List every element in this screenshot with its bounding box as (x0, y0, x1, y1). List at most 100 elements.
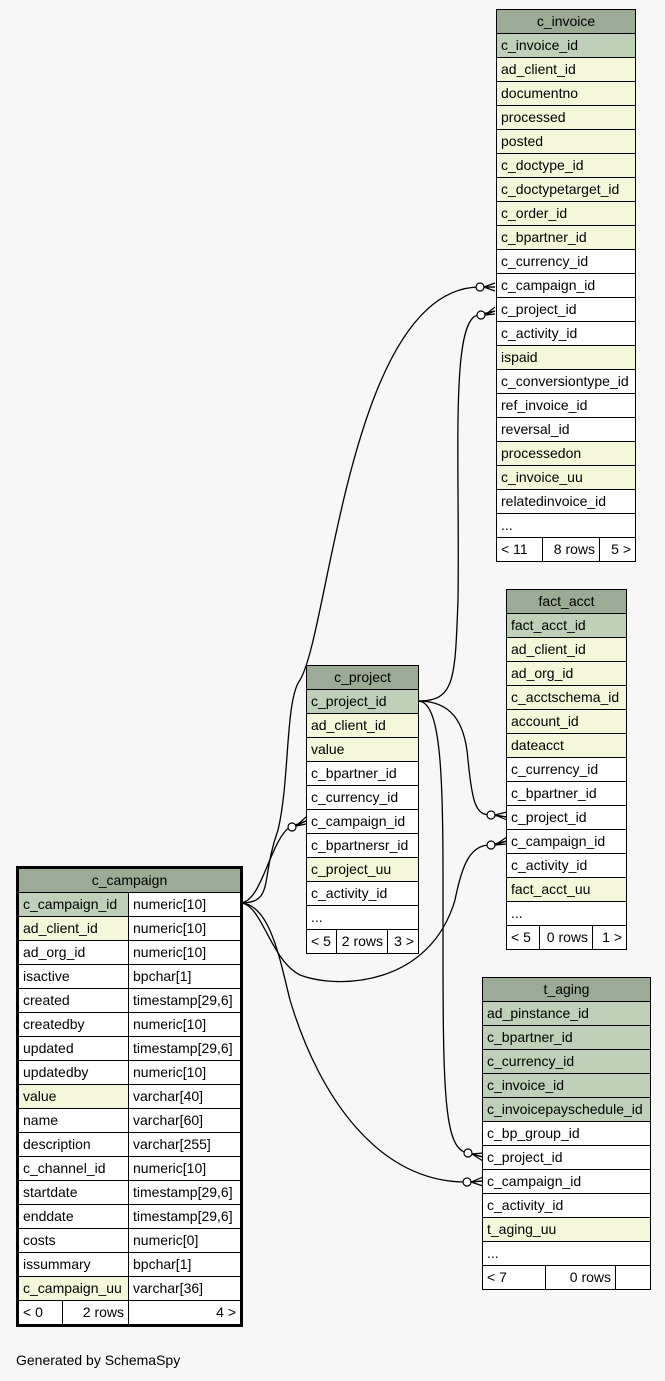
table-row: fact_acct_id (505, 613, 628, 638)
children-count (615, 1265, 651, 1290)
table-row: c_bpartner_id (482, 1025, 651, 1050)
parents-count: < 11 (496, 537, 543, 562)
column-name: ... (495, 513, 637, 538)
parents-count: < 5 (506, 925, 540, 950)
column-name: ... (306, 905, 419, 930)
column-type: numeric[10] (127, 892, 243, 917)
table-row: c_invoice_id (482, 1073, 651, 1098)
column-name: c_activity_id (306, 881, 419, 906)
table-row: ad_org_id (505, 661, 628, 686)
column-name: c_invoice_id (482, 1073, 651, 1098)
column-name: documentno (495, 81, 637, 106)
crowfoot-icon (483, 282, 496, 292)
table-row: c_campaign_id (482, 1169, 651, 1194)
column-name: ad_org_id (505, 661, 628, 686)
column-type: timestamp[29,6] (127, 988, 243, 1013)
table-row: reversal_id (495, 417, 637, 442)
table-header-row: c_invoice (495, 9, 637, 34)
table-row: fact_acct_uu (505, 877, 628, 902)
table-header-row: fact_acct (505, 589, 628, 614)
table-row: c_doctypetarget_id (495, 177, 637, 202)
column-name: fact_acct_uu (505, 877, 628, 902)
table-row: ... (306, 905, 419, 930)
row-count: 2 rows (62, 1300, 129, 1326)
column-name: c_activity_id (482, 1193, 651, 1218)
column-name: c_bpartner_id (306, 761, 419, 786)
column-name: updatedby (17, 1060, 129, 1085)
table-row: c_project_id (495, 297, 637, 322)
parents-count: < 5 (306, 929, 337, 954)
c-project-title: c_project (306, 665, 419, 690)
column-name: c_campaign_uu (17, 1276, 129, 1301)
table-row: c_order_id (495, 201, 637, 226)
edge-end-circle (463, 1148, 473, 1158)
row-count: 0 rows (545, 1265, 616, 1290)
table-row: c_activity_id (306, 881, 419, 906)
crowfoot-icon (295, 816, 307, 827)
column-name: ispaid (495, 345, 637, 370)
edge-campaign-invoice-campaign (239, 286, 495, 904)
column-name: ... (482, 1241, 651, 1266)
table-row: value (306, 737, 419, 762)
column-name: ref_invoice_id (495, 393, 637, 418)
column-name: c_activity_id (505, 853, 628, 878)
table-header-row: c_project (306, 665, 419, 690)
edge-project-invoice-project (417, 310, 496, 702)
column-name: c_channel_id (17, 1156, 129, 1181)
column-name: c_bpartner_id (505, 781, 628, 806)
table-row: ref_invoice_id (495, 393, 637, 418)
column-name: c_currency_id (505, 757, 628, 782)
table-row: c_project_uu (306, 857, 419, 882)
table-row: ad_client_id (505, 637, 628, 662)
column-type: numeric[10] (127, 1060, 243, 1085)
children-count: 3 > (387, 929, 419, 954)
c-campaign-title: c_campaign (16, 867, 243, 893)
column-name: c_currency_id (482, 1049, 651, 1074)
table-row: c_bpartner_id (505, 781, 628, 806)
table-row: ... (495, 513, 637, 538)
row-count: 0 rows (539, 925, 593, 950)
c-invoice-title: c_invoice (495, 9, 637, 34)
column-name: ad_org_id (17, 940, 129, 965)
column-name: c_project_id (482, 1145, 651, 1170)
edge-campaign-project-campaign (239, 820, 307, 904)
column-type: bpchar[1] (127, 1252, 243, 1277)
parents-count: < 0 (17, 1300, 63, 1326)
column-type: timestamp[29,6] (127, 1036, 243, 1061)
row-count: 8 rows (542, 537, 600, 562)
column-name: c_campaign_id (482, 1169, 651, 1194)
crowfoot-icon (470, 1176, 484, 1187)
column-name: startdate (17, 1180, 129, 1205)
table-row: c_project_id (306, 689, 419, 714)
column-name: c_bpartnersr_id (306, 833, 419, 858)
table-row: c_activity_id (505, 853, 628, 878)
column-type: numeric[10] (127, 1156, 243, 1181)
edge-project-fact-project (417, 700, 508, 818)
column-name: c_doctypetarget_id (495, 177, 637, 202)
children-count: 4 > (127, 1300, 243, 1326)
column-type: timestamp[29,6] (127, 1204, 243, 1229)
fact-acct-title: fact_acct (505, 589, 628, 614)
row-count: 2 rows (336, 929, 388, 954)
edge-end-circle (486, 840, 496, 850)
column-name: costs (17, 1228, 129, 1253)
table-row: c_currency_id (505, 757, 628, 782)
column-type: timestamp[29,6] (127, 1180, 243, 1205)
column-name: createdby (17, 1012, 129, 1037)
column-name: c_order_id (495, 201, 637, 226)
